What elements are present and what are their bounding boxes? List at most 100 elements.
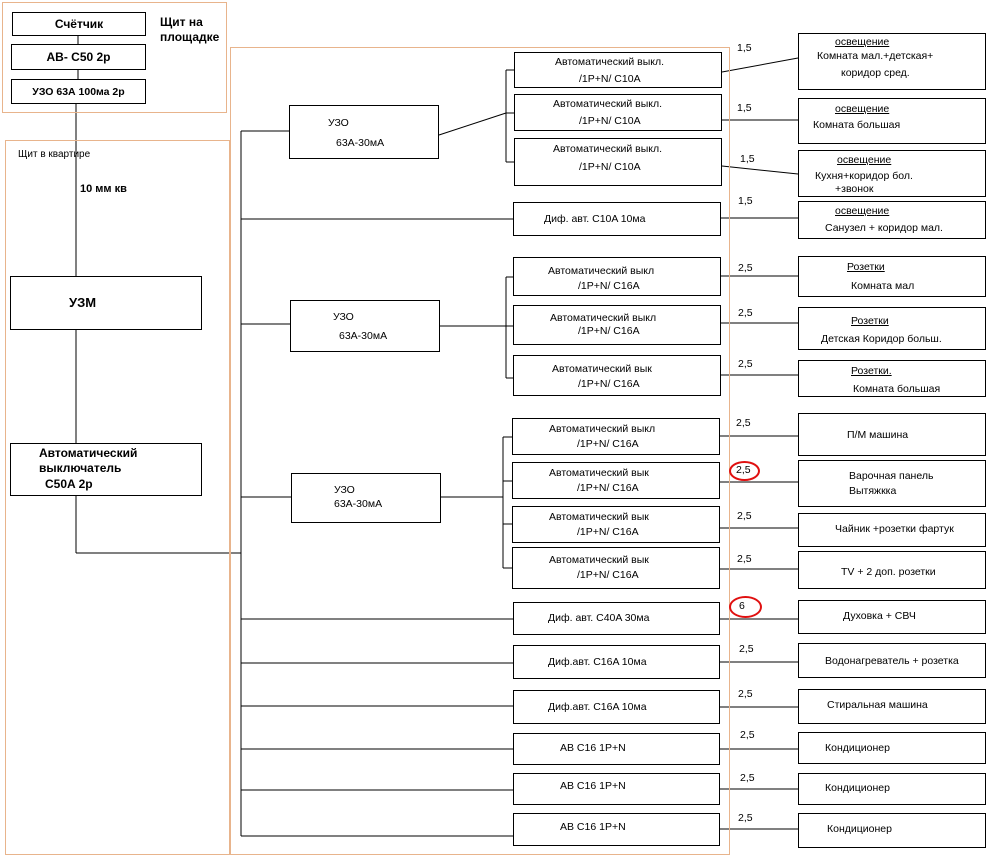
- breaker-box: Диф. авт. C40A 30ма: [513, 602, 720, 635]
- breaker-line2: /1P+N/ C10A: [579, 115, 641, 127]
- uzm-box: УЗМ: [10, 276, 202, 330]
- wire-cross-section: 2,5: [740, 772, 755, 784]
- breaker-line2: /1P+N/ C16A: [577, 438, 639, 450]
- breaker-box: Автоматический выкл. /1P+N/ C10A: [514, 138, 722, 186]
- landing-panel-title: Щит на площадке: [160, 15, 220, 44]
- rcd-box: УЗО 63А-30мА: [290, 300, 440, 352]
- breaker-line1: АВ C16 1P+N: [560, 821, 626, 833]
- load-line2: Вытяжкка: [849, 485, 897, 497]
- load-box: Кондиционер: [798, 773, 986, 805]
- breaker-line2: /1P+N/ C16A: [578, 378, 640, 390]
- load-line1: Стиральная машина: [827, 699, 928, 711]
- load-box: освещение Санузел + коридор мал.: [798, 201, 986, 239]
- breaker-line1: АВ C16 1P+N: [560, 780, 626, 792]
- load-box: Розетки Комната мал: [798, 256, 986, 297]
- wire: [721, 165, 799, 175]
- load-head: Розетки: [847, 261, 885, 273]
- load-head: освещение: [835, 103, 890, 115]
- breaker-box: Автоматический выкл /1P+N/ C16A: [513, 257, 721, 296]
- wire: [438, 112, 507, 136]
- breaker-line1: Автоматический выкл.: [553, 143, 663, 155]
- load-box: П/М машина: [798, 413, 986, 456]
- distribution-panel-frame: [230, 47, 730, 855]
- load-line1: TV + 2 доп. розетки: [841, 566, 936, 578]
- wire-cross-section: 2,5: [737, 510, 752, 522]
- breaker-line2: /1P+N/ C10A: [579, 161, 641, 173]
- landing-breaker-box: АВ- С50 2р: [11, 44, 146, 70]
- landing-rcd-label: УЗО 63А 100ма 2р: [32, 86, 125, 98]
- uzm-label: УЗМ: [69, 295, 97, 310]
- load-line1: Чайник +розетки фартук: [835, 523, 954, 535]
- load-box: TV + 2 доп. розетки: [798, 551, 986, 589]
- breaker-line2: /1P+N/ C16A: [578, 280, 640, 292]
- wire-cross-section: 1,5: [737, 102, 752, 114]
- breaker-box: Автоматический выкл /1P+N/ C16A: [513, 305, 721, 345]
- breaker-line1: Диф. авт. C40A 30ма: [548, 612, 650, 624]
- wire-cross-section: 2,5: [738, 307, 753, 319]
- breaker-line1: Автоматический вык: [549, 554, 649, 566]
- wire-cross-section: 1,5: [737, 42, 752, 54]
- rcd-box: УЗО 63А-30мА: [291, 473, 441, 523]
- breaker-box: Автоматический выкл /1P+N/ C16A: [512, 418, 720, 455]
- load-box: Розетки Детская Коридор больш.: [798, 307, 986, 350]
- load-box: Кондиционер: [798, 732, 986, 764]
- load-line2: коридор сред.: [841, 67, 910, 79]
- breaker-box: Автоматический выкл. /1P+N/ C10A: [514, 52, 722, 88]
- load-head: Розетки.: [851, 365, 892, 377]
- breaker-box: Автоматический вык /1P+N/ C16A: [512, 547, 720, 589]
- wire: [721, 57, 799, 73]
- breaker-line1: Автоматический вык: [549, 511, 649, 523]
- breaker-box: Диф.авт. C16A 10ма: [513, 645, 720, 679]
- wire-cross-section: 2,5: [738, 688, 753, 700]
- wire-cross-section: 2,5: [738, 262, 753, 274]
- breaker-box: Автоматический вык /1P+N/ C16A: [512, 506, 720, 543]
- breaker-line1: Автоматический вык: [549, 467, 649, 479]
- load-line1: Санузел + коридор мал.: [825, 222, 943, 234]
- breaker-line1: Диф.авт. C16A 10ма: [548, 701, 647, 713]
- landing-breaker-label: АВ- С50 2р: [46, 50, 111, 64]
- breaker-line1: Диф. авт. C10A 10ма: [544, 213, 646, 225]
- load-head: освещение: [835, 36, 890, 48]
- meter-label: Счётчик: [54, 17, 104, 31]
- breaker-line1: Диф.авт. C16A 10ма: [548, 656, 647, 668]
- load-line1: Кухня+коридор бол.: [815, 170, 913, 182]
- load-box: освещение Комната мал.+детская+ коридор …: [798, 33, 986, 90]
- load-line1: Варочная панель: [849, 470, 934, 482]
- rcd-line1: УЗО: [328, 117, 349, 129]
- breaker-box: АВ C16 1P+N: [513, 733, 720, 765]
- breaker-line2: /1P+N/ C16A: [577, 482, 639, 494]
- load-head: освещение: [837, 154, 892, 166]
- breaker-line1: Автоматический вык: [552, 363, 652, 375]
- rcd-box: УЗО 63А-30мА: [289, 105, 439, 159]
- load-box: Кондиционер: [798, 813, 986, 848]
- load-box: освещение Кухня+коридор бол. +звонок: [798, 150, 986, 197]
- breaker-box: Автоматический выкл. /1P+N/ C10A: [514, 94, 722, 131]
- load-head: Розетки: [851, 315, 889, 327]
- main-breaker-line2: выключатель: [39, 461, 122, 475]
- main-breaker-line1: Автоматический: [39, 446, 138, 460]
- landing-panel-frame: [2, 2, 227, 113]
- breaker-line2: /1P+N/ C16A: [577, 569, 639, 581]
- load-box: Варочная панель Вытяжкка: [798, 460, 986, 507]
- landing-rcd-box: УЗО 63А 100ма 2р: [11, 79, 146, 104]
- cable-size-label: 10 мм кв: [80, 183, 127, 195]
- breaker-box: Автоматический вык /1P+N/ C16A: [513, 355, 721, 396]
- load-line1: П/М машина: [847, 429, 909, 441]
- breaker-box: Диф.авт. C16A 10ма: [513, 690, 720, 724]
- load-line1: Водонагреватель + розетка: [825, 655, 959, 667]
- load-box: Стиральная машина: [798, 689, 986, 724]
- breaker-box: АВ C16 1P+N: [513, 773, 720, 805]
- load-box: Духовка + СВЧ: [798, 600, 986, 634]
- highlight-ring: [729, 596, 762, 618]
- breaker-line1: Автоматический выкл: [548, 265, 655, 277]
- apartment-panel-frame: [5, 140, 230, 855]
- breaker-line1: Автоматический выкл: [549, 423, 656, 435]
- load-line1: Кондиционер: [825, 782, 890, 794]
- breaker-line1: Автоматический выкл.: [555, 56, 665, 68]
- load-line1: Комната большая: [853, 383, 941, 395]
- load-line1: Комната мал.+детская+: [817, 50, 934, 62]
- wire-cross-section: 2,5: [736, 417, 751, 429]
- rcd-line2: 63А-30мА: [334, 498, 383, 510]
- rcd-line2: 63А-30мА: [336, 137, 385, 149]
- apartment-panel-title: Щит в квартире: [18, 149, 91, 160]
